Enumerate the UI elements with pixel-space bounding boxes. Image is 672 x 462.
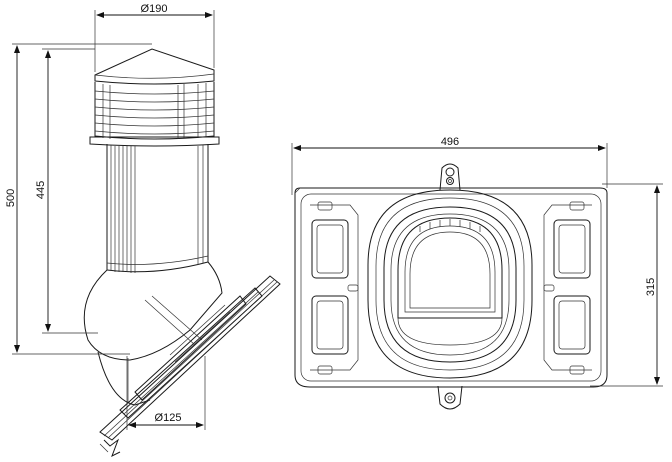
left-pockets xyxy=(310,201,359,375)
side-view xyxy=(83,48,281,458)
dim-base-height: 315 xyxy=(645,278,657,296)
roof-flashing xyxy=(99,275,281,458)
top-view xyxy=(294,163,608,410)
side-view-dimensions: Ø190 500 445 Ø125 xyxy=(5,3,215,430)
base-plate xyxy=(294,187,608,388)
top-mounting-lug xyxy=(439,163,461,191)
dim-base-width: 496 xyxy=(441,136,459,148)
collar-rings xyxy=(367,189,533,379)
ball-joint xyxy=(83,261,223,361)
vent-cap xyxy=(94,48,215,85)
top-view-dimensions: 496 315 xyxy=(291,136,663,387)
vent-pipe-body xyxy=(106,144,209,273)
dim-top-diameter: Ø190 xyxy=(141,3,168,15)
dim-pipe-diameter: Ø125 xyxy=(155,412,182,424)
pipe-opening xyxy=(397,217,503,346)
right-pockets xyxy=(543,201,592,375)
dim-body-height: 445 xyxy=(35,181,47,199)
dim-total-height: 500 xyxy=(5,189,17,207)
bottom-mounting-lug xyxy=(437,385,463,410)
louver-band xyxy=(94,82,215,140)
